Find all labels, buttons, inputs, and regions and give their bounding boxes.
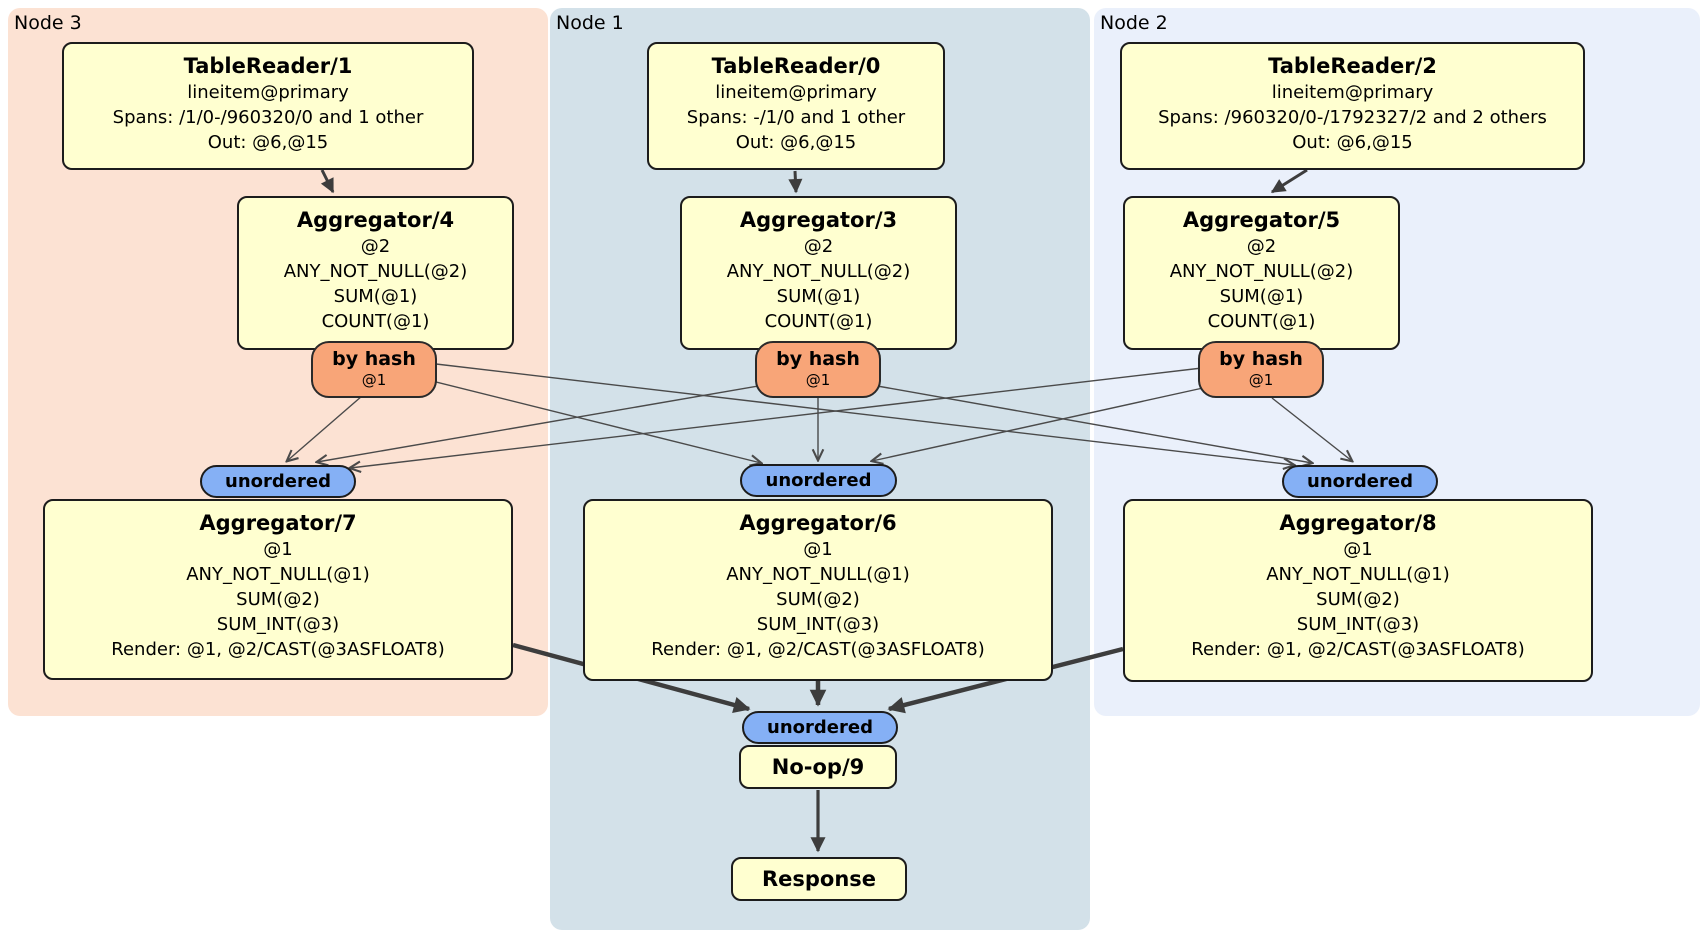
unordered-sync-node2: unordered	[1282, 465, 1438, 498]
processor-detail: @1	[1343, 539, 1373, 560]
processor-detail: SUM(@2)	[776, 589, 860, 610]
router-label: by hash	[776, 348, 860, 370]
table-reader-2-box: TableReader/2 lineitem@primary Spans: /9…	[1120, 42, 1585, 170]
processor-title: Aggregator/6	[739, 511, 897, 535]
table-reader-0-box: TableReader/0 lineitem@primary Spans: -/…	[647, 42, 945, 170]
aggregator-7-box: Aggregator/7 @1 ANY_NOT_NULL(@1) SUM(@2)…	[43, 499, 513, 680]
by-hash-router-node2: by hash @1	[1198, 341, 1324, 398]
processor-detail: COUNT(@1)	[764, 311, 873, 332]
processor-detail: @1	[263, 539, 293, 560]
processor-detail: Out: @6,@15	[735, 132, 857, 153]
processor-detail: Out: @6,@15	[207, 132, 329, 153]
processor-title: No-op/9	[771, 755, 865, 779]
aggregator-5-box: Aggregator/5 @2 ANY_NOT_NULL(@2) SUM(@1)…	[1123, 196, 1400, 350]
processor-detail: SUM(@1)	[1219, 286, 1304, 307]
aggregator-8-box: Aggregator/8 @1 ANY_NOT_NULL(@1) SUM(@2)…	[1123, 499, 1593, 682]
processor-detail: SUM(@2)	[236, 589, 320, 610]
processor-title: TableReader/0	[711, 54, 881, 78]
processor-detail: Out: @6,@15	[1292, 132, 1413, 153]
tablereader-to-aggregator-edges	[320, 168, 1308, 194]
aggregator-3-box: Aggregator/3 @2 ANY_NOT_NULL(@2) SUM(@1)…	[680, 196, 957, 350]
by-hash-router-node3: by hash @1	[311, 341, 437, 398]
noop-9-box: No-op/9	[739, 745, 897, 789]
unordered-sync-node3: unordered	[200, 465, 356, 498]
processor-detail: Spans: -/1/0 and 1 other	[686, 107, 906, 128]
processor-detail: SUM_INT(@3)	[216, 614, 340, 635]
processor-detail: ANY_NOT_NULL(@2)	[726, 261, 911, 282]
processor-title: Aggregator/5	[1182, 208, 1341, 232]
table-reader-1-box: TableReader/1 lineitem@primary Spans: /1…	[62, 42, 474, 170]
processor-detail: ANY_NOT_NULL(@1)	[726, 564, 910, 585]
processor-detail: COUNT(@1)	[1207, 311, 1316, 332]
processor-detail: Spans: /1/0-/960320/0 and 1 other	[112, 107, 424, 128]
processor-detail: lineitem@primary	[187, 82, 349, 103]
processor-detail: ANY_NOT_NULL(@2)	[1169, 261, 1354, 282]
processor-detail: ANY_NOT_NULL(@1)	[1266, 564, 1450, 585]
processor-detail: Render: @1, @2/CAST(@3ASFLOAT8)	[1191, 639, 1525, 660]
processor-detail: SUM(@1)	[776, 286, 861, 307]
processor-title: Aggregator/3	[739, 208, 898, 232]
processor-detail: SUM_INT(@3)	[1296, 614, 1420, 635]
processor-detail: @2	[1246, 236, 1277, 257]
processor-detail: Render: @1, @2/CAST(@3ASFLOAT8)	[111, 639, 445, 660]
processor-detail: Render: @1, @2/CAST(@3ASFLOAT8)	[651, 639, 985, 660]
router-detail: @1	[805, 371, 831, 389]
unordered-sync-final: unordered	[742, 711, 898, 744]
processor-detail: @2	[360, 236, 391, 257]
unordered-sync-node1: unordered	[740, 464, 897, 497]
aggregator-4-box: Aggregator/4 @2 ANY_NOT_NULL(@2) SUM(@1)…	[237, 196, 514, 350]
response-box: Response	[731, 857, 907, 901]
processor-detail: ANY_NOT_NULL(@2)	[283, 261, 468, 282]
processor-detail: Spans: /960320/0-/1792327/2 and 2 others	[1158, 107, 1547, 128]
node3-region-label: Node 3	[14, 12, 82, 34]
router-detail: @1	[361, 371, 387, 389]
processor-detail: SUM_INT(@3)	[756, 614, 880, 635]
router-label: by hash	[1219, 348, 1303, 370]
router-to-sync-edges	[287, 363, 1352, 468]
processor-detail: SUM(@1)	[333, 286, 418, 307]
node2-region-label: Node 2	[1100, 12, 1168, 34]
processor-detail: @1	[803, 539, 833, 560]
processor-title: TableReader/1	[183, 54, 353, 78]
processor-title: Aggregator/4	[296, 208, 455, 232]
router-label: by hash	[332, 348, 416, 370]
processor-detail: ANY_NOT_NULL(@1)	[186, 564, 370, 585]
processor-detail: lineitem@primary	[715, 82, 877, 103]
router-detail: @1	[1248, 371, 1274, 389]
processor-title: Aggregator/7	[199, 511, 357, 535]
processor-title: TableReader/2	[1268, 54, 1437, 78]
processor-title: Response	[761, 867, 877, 891]
processor-detail: lineitem@primary	[1271, 82, 1434, 103]
processor-detail: SUM(@2)	[1316, 589, 1400, 610]
node1-region-label: Node 1	[556, 12, 624, 34]
by-hash-router-node1: by hash @1	[755, 341, 881, 398]
aggregator-6-box: Aggregator/6 @1 ANY_NOT_NULL(@1) SUM(@2)…	[583, 499, 1053, 681]
processor-detail: @2	[803, 236, 834, 257]
processor-title: Aggregator/8	[1279, 511, 1437, 535]
processor-detail: COUNT(@1)	[321, 311, 430, 332]
